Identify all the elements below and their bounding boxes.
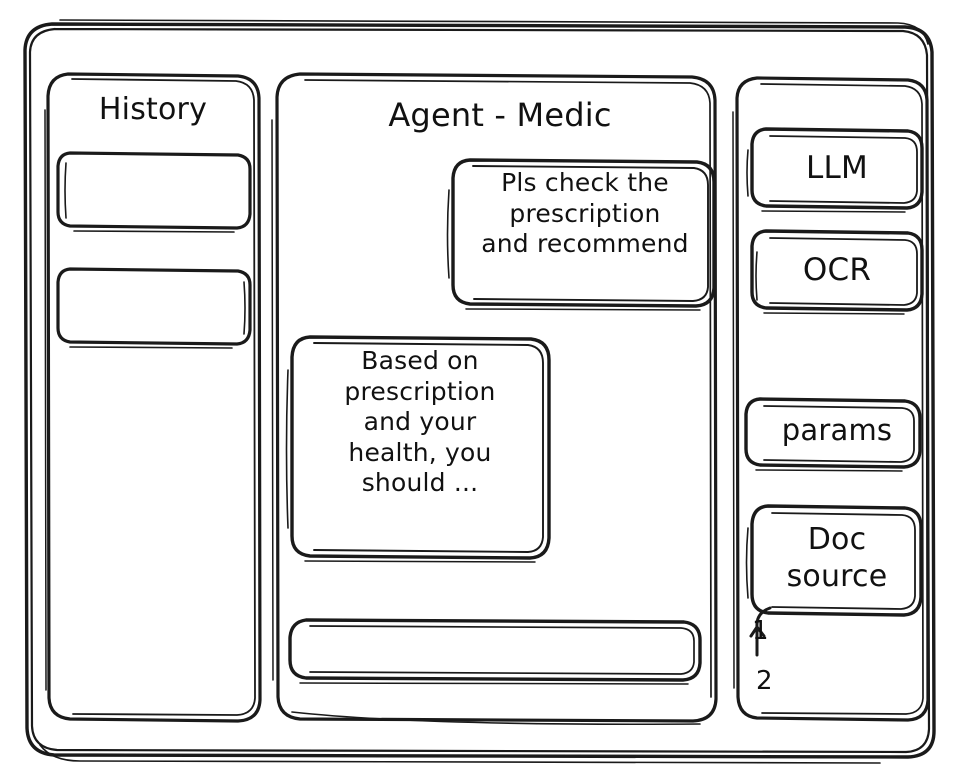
ocr-button-label: OCR	[802, 252, 872, 288]
doc-source-label: Doc source	[786, 522, 888, 594]
agent-message-text: Based on prescription and your health, y…	[344, 346, 496, 497]
history-panel-title: History	[98, 92, 208, 127]
user-message-bubble	[453, 160, 714, 306]
history-item-1[interactable]	[58, 153, 250, 228]
history-item-2[interactable]	[58, 269, 250, 344]
agent-panel-title: Agent - Medic	[388, 96, 612, 134]
params-button-label: params	[781, 413, 893, 447]
llm-button[interactable]	[752, 129, 922, 208]
composer-input[interactable]	[290, 620, 700, 680]
llm-button-label: LLM	[806, 150, 868, 186]
user-message-text: Pls check the prescription and recommend	[481, 168, 689, 258]
doc-source-item-1[interactable]: 1	[752, 616, 769, 646]
doc-source-button[interactable]	[752, 506, 921, 615]
params-button[interactable]	[746, 399, 920, 467]
agent-message-bubble	[292, 337, 549, 558]
doc-source-item-2[interactable]: 2	[756, 666, 773, 696]
ocr-button[interactable]	[752, 231, 922, 310]
